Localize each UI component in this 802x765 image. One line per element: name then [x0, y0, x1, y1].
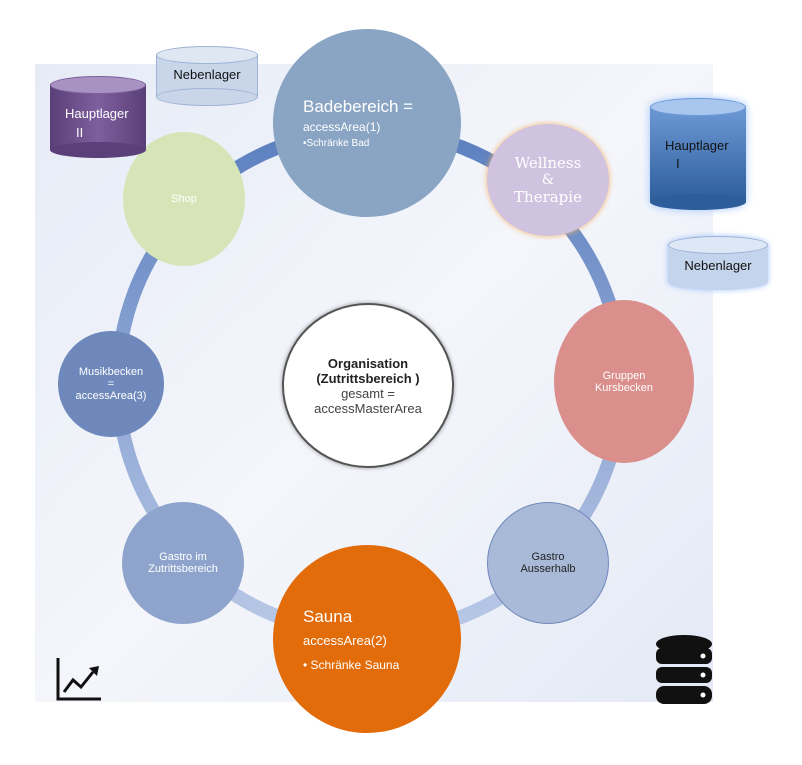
nebenlager-right-bottom [668, 274, 768, 290]
gastro-ausserhalb-line-2: Ausserhalb [520, 563, 576, 575]
gruppen-kursbecken-node[interactable]: Gruppen Kursbecken [554, 300, 694, 463]
wellness-line-2: & [541, 172, 555, 188]
sauna-node[interactable]: Sauna accessArea(2) • Schränke Sauna [273, 545, 461, 733]
hauptlager-2-label-2: II [76, 125, 84, 140]
badebereich-sub: accessArea(1) [303, 120, 381, 134]
musikbecken-node[interactable]: Musikbecken = accessArea(3) [58, 331, 164, 437]
nebenlager-top-bottom [156, 88, 258, 106]
hauptlager-1-label-2: I [676, 156, 680, 171]
sauna-title: Sauna [303, 606, 353, 626]
nebenlager-top-label: Nebenlager [173, 67, 241, 82]
database-icon [656, 635, 712, 704]
shop-label: Shop [171, 193, 197, 205]
hauptlager-1-bottom [650, 194, 746, 210]
hauptlager-1-lid [650, 98, 746, 116]
wellness-line-3: Therapie [514, 188, 582, 206]
hauptlager-2-bottom [50, 142, 146, 158]
nebenlager-right-lid [668, 236, 768, 254]
badebereich-title: Badebereich = [303, 97, 414, 116]
gastro-zutritt-node[interactable]: Gastro im Zutrittsbereich [122, 502, 244, 624]
nebenlager-top-lid [156, 46, 258, 64]
hauptlager-1-cylinder[interactable]: Hauptlager I [650, 98, 746, 213]
hauptlager-1-body [650, 106, 746, 202]
musikbecken-line-1: Musikbecken [78, 366, 144, 378]
gastro-zutritt-line-1: Gastro im [159, 551, 207, 563]
nebenlager-right-cylinder[interactable]: Nebenlager [668, 236, 768, 290]
wellness-line-1: Wellness [514, 154, 582, 172]
center-line-3: gesamt = [341, 385, 395, 401]
center-line-1: Organisation [327, 355, 409, 371]
musikbecken-line-3: accessArea(3) [75, 390, 147, 402]
musikbecken-line-2: = [107, 378, 115, 390]
hauptlager-1-label-1: Hauptlager [665, 138, 729, 153]
nebenlager-top-cylinder[interactable]: Nebenlager [156, 46, 258, 106]
gastro-ausserhalb-line-1: Gastro [531, 551, 565, 563]
center-organisation-node[interactable]: Organisation (Zutrittsbereich ) gesamt =… [282, 303, 454, 468]
hauptlager-2-lid [50, 76, 146, 94]
shop-node[interactable]: Shop [123, 132, 245, 266]
gastro-ausserhalb-node[interactable]: Gastro Ausserhalb [487, 502, 609, 624]
wellness-therapie-node[interactable]: Wellness & Therapie [487, 124, 609, 236]
badebereich-node[interactable]: Badebereich = accessArea(1) •Schränke Ba… [273, 29, 461, 217]
gruppen-line-1: Gruppen [602, 369, 646, 382]
hauptlager-2-body [50, 84, 146, 150]
center-line-2: (Zutrittsbereich ) [316, 370, 420, 386]
line-chart-icon [56, 658, 101, 701]
nebenlager-right-label: Nebenlager [684, 258, 752, 273]
center-line-4: accessMasterArea [314, 400, 422, 416]
hauptlager-2-cylinder[interactable]: Hauptlager II [50, 76, 146, 160]
hauptlager-2-label-1: Hauptlager [65, 106, 129, 121]
gruppen-line-2: Kursbecken [594, 381, 654, 394]
badebereich-item: •Schränke Bad [303, 138, 370, 149]
sauna-sub: accessArea(2) [303, 632, 387, 648]
gastro-zutritt-line-2: Zutrittsbereich [148, 563, 218, 575]
sauna-item: • Schränke Sauna [303, 657, 400, 672]
